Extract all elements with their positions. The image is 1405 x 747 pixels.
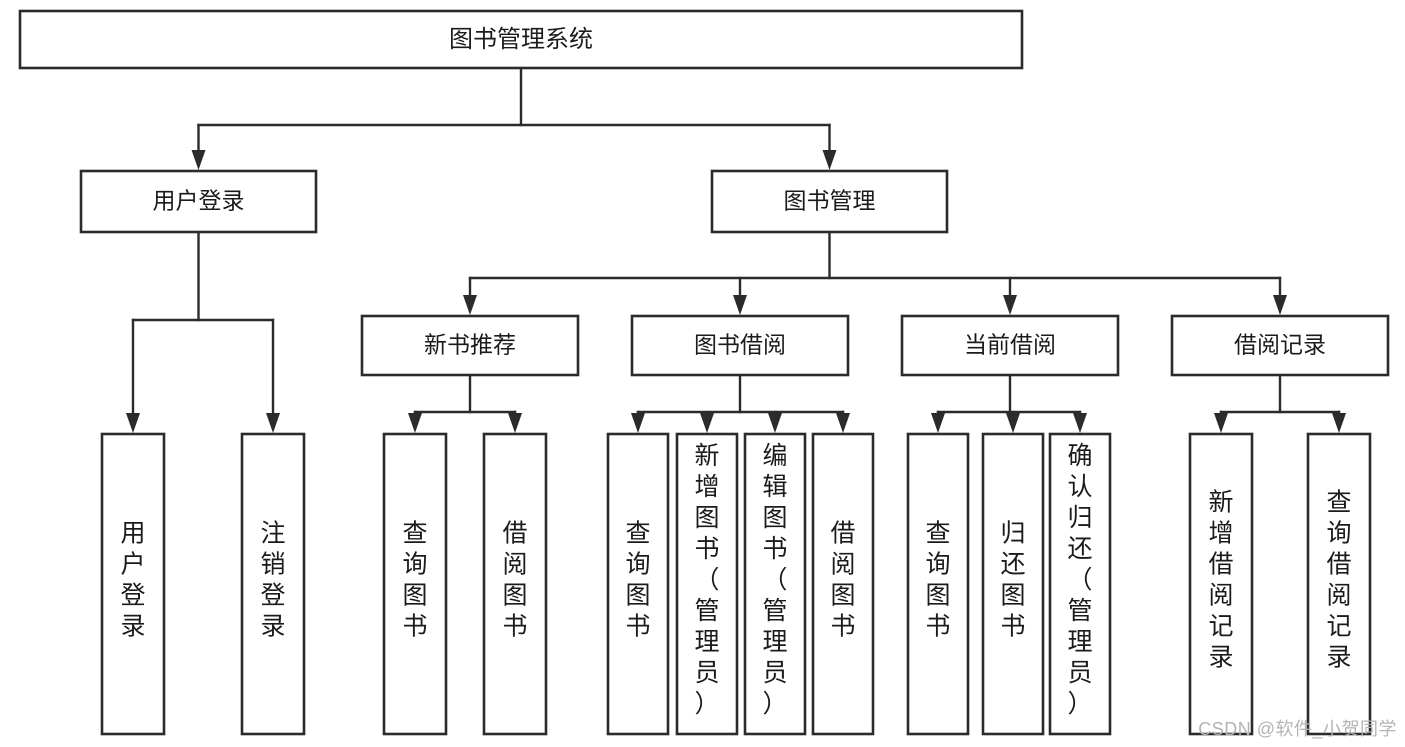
leaf-label: 查询借阅记录 (1326, 489, 1351, 672)
node-rect[interactable] (79, 169, 318, 234)
leaf-label: 编辑图书（管理员） (762, 442, 787, 718)
node-rect[interactable] (630, 314, 850, 377)
node-layer: 图书管理系统用户登录图书管理新书推荐图书借阅当前借阅借阅记录用户登录注销登录查询… (18, 9, 1390, 736)
leaf-node-leaf-add-book[interactable]: 新增图书（管理员） (675, 432, 739, 736)
leaf-node-leaf-query-book-3[interactable]: 查询图书 (906, 432, 970, 736)
node-rect[interactable] (981, 432, 1045, 736)
leaf-node-leaf-borrow-book-2[interactable]: 借阅图书 (811, 432, 875, 736)
arrow-head (1006, 413, 1020, 433)
node-rect[interactable] (900, 314, 1120, 377)
node-rect[interactable] (710, 169, 949, 234)
node-rect[interactable] (811, 432, 875, 736)
node-rect[interactable] (606, 432, 670, 736)
node-rect[interactable] (18, 9, 1024, 70)
csdn-watermark: CSDN @软件_小贺同学 (1198, 719, 1397, 739)
node-book-manage[interactable]: 图书管理 (710, 169, 949, 234)
leaf-label: 用户登录 (120, 520, 145, 641)
arrow-head (1273, 295, 1287, 315)
leaf-label: 归还图书 (1000, 520, 1025, 641)
arrow-head (733, 295, 747, 315)
leaf-label: 借阅图书 (830, 520, 855, 641)
node-rect[interactable] (675, 432, 739, 736)
arrow-head (1003, 295, 1017, 315)
node-current-borrow[interactable]: 当前借阅 (900, 314, 1120, 377)
node-rect[interactable] (100, 432, 166, 736)
arrow-head (463, 295, 477, 315)
node-label: 当前借阅 (964, 332, 1056, 358)
leaf-label: 借阅图书 (502, 520, 527, 641)
node-rect[interactable] (382, 432, 448, 736)
node-label: 借阅记录 (1234, 332, 1326, 358)
node-rect[interactable] (240, 432, 306, 736)
arrow-head (1332, 413, 1346, 433)
arrow-head (931, 413, 945, 433)
node-label: 图书管理系统 (449, 26, 593, 53)
arrow-head (631, 413, 645, 433)
node-label: 新书推荐 (424, 332, 516, 358)
leaf-node-leaf-edit-book[interactable]: 编辑图书（管理员） (743, 432, 807, 736)
arrow-head (1073, 413, 1087, 433)
leaf-node-leaf-borrow-book-1[interactable]: 借阅图书 (482, 432, 548, 736)
node-label: 图书管理 (784, 188, 876, 214)
arrow-head (822, 150, 837, 170)
leaf-node-leaf-query-book-1[interactable]: 查询图书 (382, 432, 448, 736)
arrow-head (700, 413, 714, 433)
leaf-label: 确认归还（管理员） (1067, 442, 1092, 718)
node-rect[interactable] (743, 432, 807, 736)
node-new-book-recommend[interactable]: 新书推荐 (360, 314, 580, 377)
arrow-head (408, 413, 422, 433)
node-borrow-record[interactable]: 借阅记录 (1170, 314, 1390, 377)
arrow-head (508, 413, 522, 433)
leaf-label: 查询图书 (625, 520, 650, 641)
node-rect[interactable] (482, 432, 548, 736)
leaf-label: 查询图书 (925, 520, 950, 641)
node-book-borrow[interactable]: 图书借阅 (630, 314, 850, 377)
node-rect[interactable] (1306, 432, 1372, 736)
leaf-node-leaf-return-book[interactable]: 归还图书 (981, 432, 1045, 736)
arrow-head (191, 150, 206, 170)
leaf-node-leaf-query-record[interactable]: 查询借阅记录 (1306, 432, 1372, 736)
arrow-head (768, 413, 782, 433)
node-rect[interactable] (906, 432, 970, 736)
arrow-head (836, 413, 850, 433)
leaf-label: 新增借阅记录 (1208, 489, 1233, 672)
leaf-label: 注销登录 (260, 520, 285, 641)
arrow-head (126, 413, 140, 433)
leaf-node-leaf-add-record[interactable]: 新增借阅记录 (1188, 432, 1254, 736)
node-rect[interactable] (1188, 432, 1254, 736)
connector-layer (126, 66, 1346, 433)
node-label: 用户登录 (153, 188, 245, 214)
node-rect[interactable] (1048, 432, 1112, 736)
leaf-node-leaf-logout[interactable]: 注销登录 (240, 432, 306, 736)
leaf-node-leaf-confirm-return[interactable]: 确认归还（管理员） (1048, 432, 1112, 736)
root-node-root[interactable]: 图书管理系统 (18, 9, 1024, 70)
leaf-node-leaf-query-book-2[interactable]: 查询图书 (606, 432, 670, 736)
arrow-head (266, 413, 280, 433)
node-rect[interactable] (1170, 314, 1390, 377)
node-user-login[interactable]: 用户登录 (79, 169, 318, 234)
node-rect[interactable] (360, 314, 580, 377)
leaf-label: 查询图书 (402, 520, 427, 641)
leaf-node-leaf-user-login[interactable]: 用户登录 (100, 432, 166, 736)
node-label: 图书借阅 (694, 332, 786, 358)
arrow-head (1214, 413, 1228, 433)
leaf-label: 新增图书（管理员） (694, 442, 719, 718)
